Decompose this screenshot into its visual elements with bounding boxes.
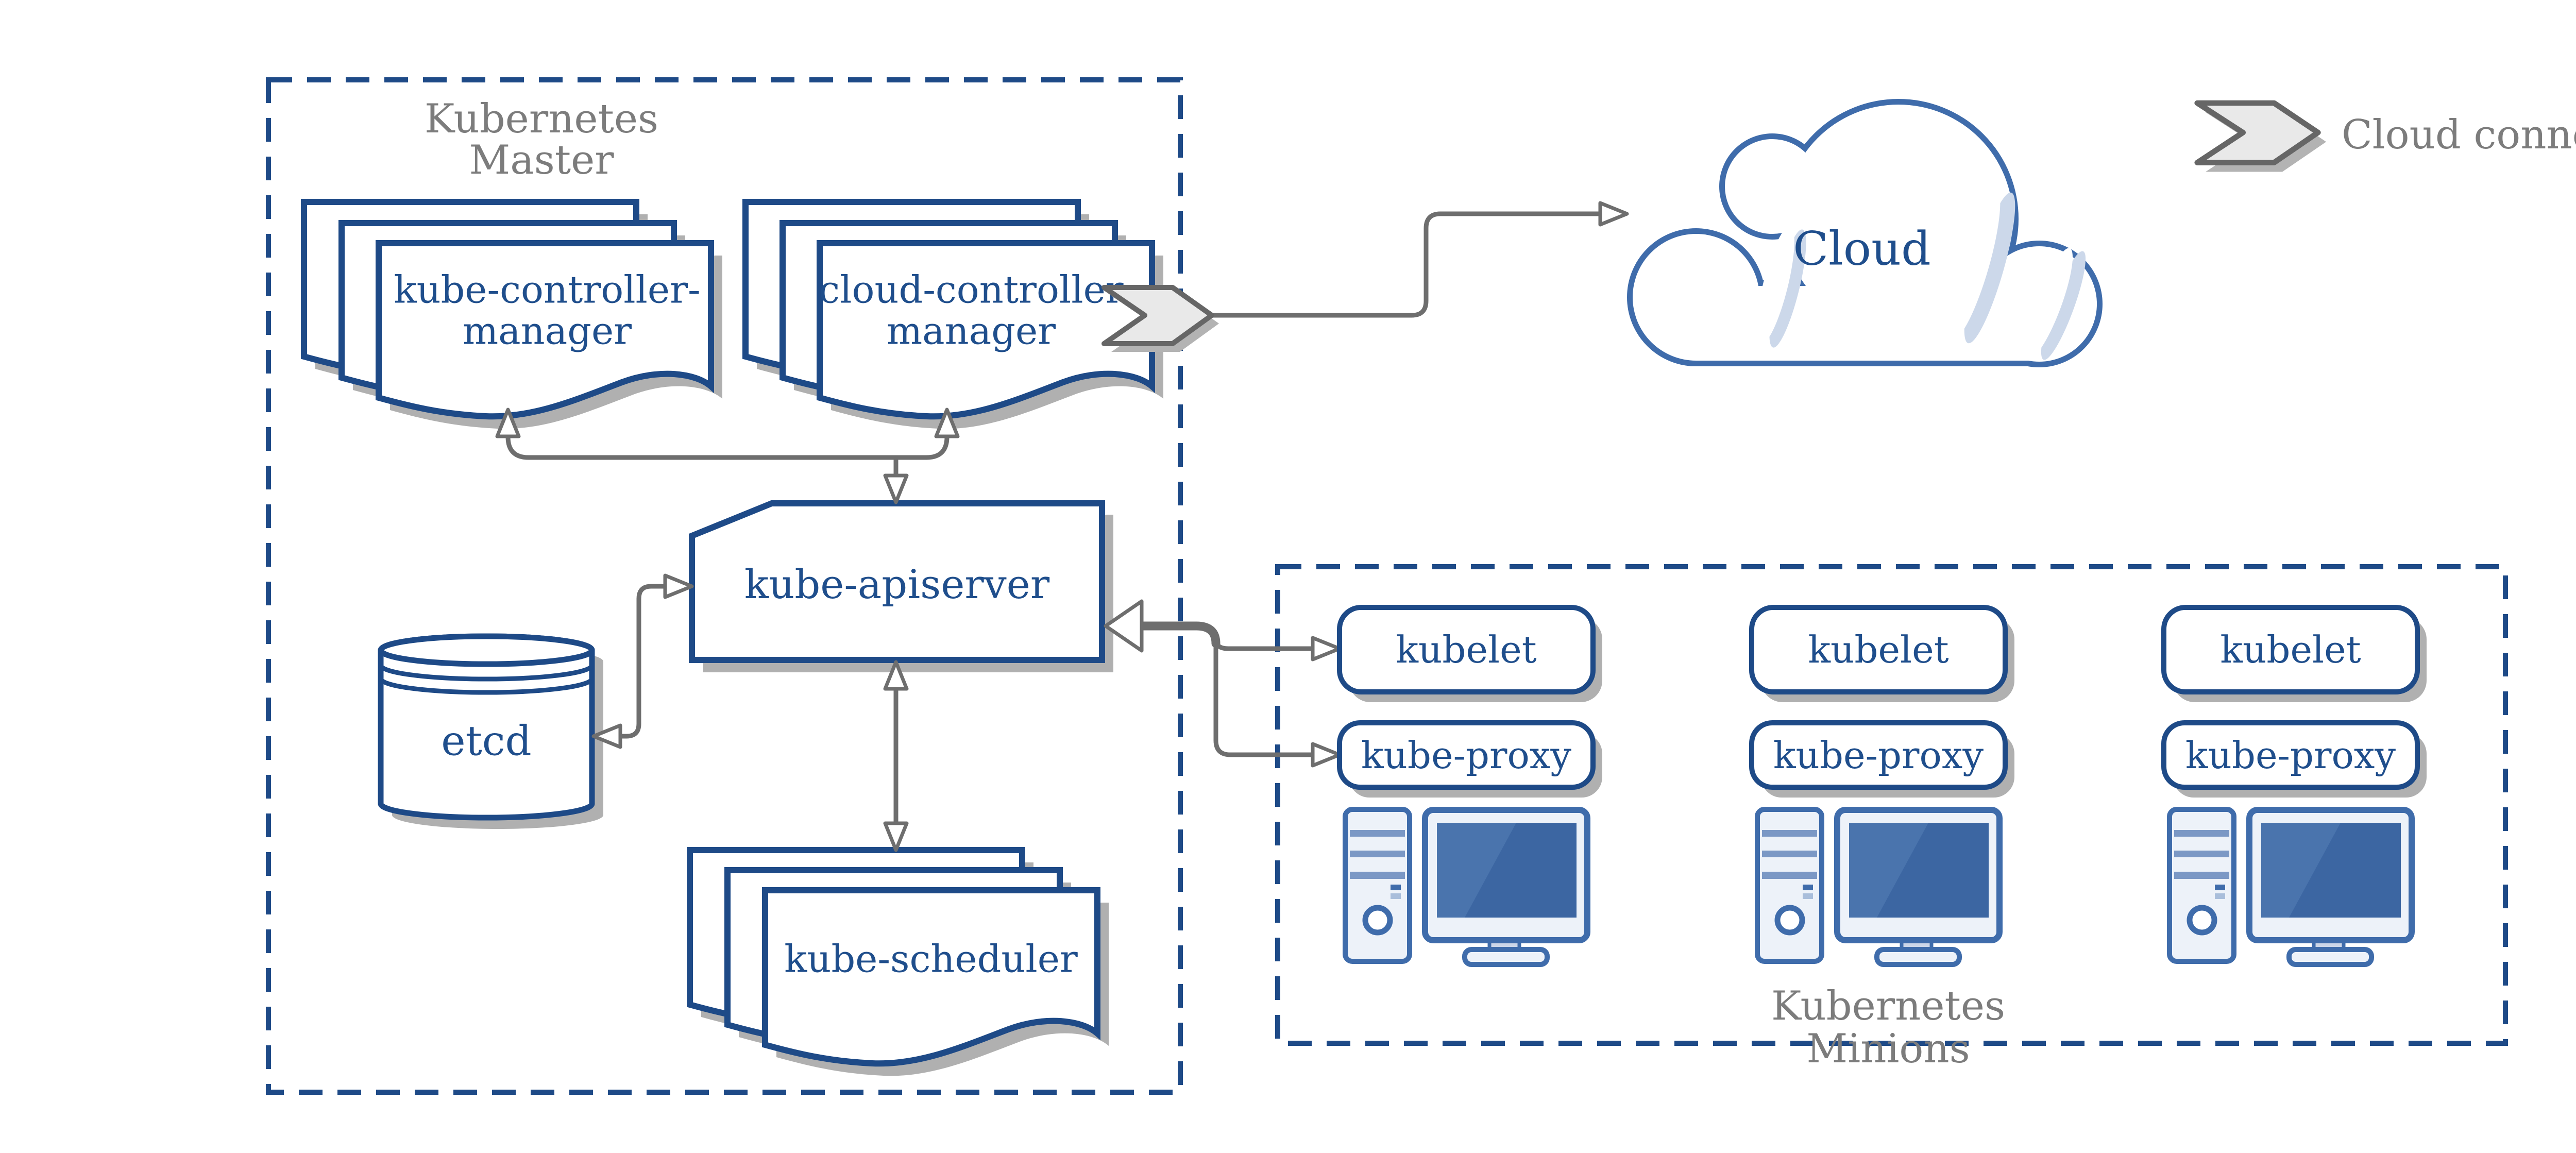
kubelet-label: kubelet: [2220, 628, 2361, 671]
kube-proxy-label: kube-proxy: [1361, 734, 1571, 777]
cloud-node: Cloud: [1627, 99, 2103, 367]
cloud-controller-manager-node: cloud-controller manager: [745, 202, 1163, 429]
minion-node-3: kubelet kube-proxy: [2161, 605, 2427, 964]
cloud-controller-manager-label-line2: manager: [887, 310, 1056, 353]
arrow-etcd-apiserver: [594, 575, 692, 747]
arrow-apiserver-minions: [1106, 601, 1340, 766]
cloud-label: Cloud: [1793, 222, 1930, 276]
computer-icon: [2170, 809, 2412, 964]
minions-title-line2: Minions: [1806, 1026, 1970, 1072]
cloud-highlight-crescents: [1756, 188, 2086, 360]
kube-controller-manager-node: kube-controller- manager: [304, 202, 722, 429]
kube-controller-manager-label-line2: manager: [463, 310, 632, 353]
legend-cloud-connector: Cloud connector: [2197, 103, 2576, 172]
minions-title: Kubernetes Minions: [1771, 983, 2005, 1072]
computer-icon: [1345, 809, 1587, 964]
master-title-line2: Master: [469, 137, 614, 183]
kube-apiserver-node: kube-apiserver: [689, 500, 1113, 672]
kube-scheduler-node: kube-scheduler: [690, 850, 1109, 1076]
kube-proxy-label: kube-proxy: [2185, 734, 2396, 777]
etcd-node: etcd: [378, 633, 603, 829]
minion-node-2: kubelet kube-proxy: [1749, 605, 2014, 964]
arrow-apiserver-scheduler: [885, 662, 907, 850]
kube-controller-manager-label-line1: kube-controller-: [394, 268, 700, 312]
minion-node-1: kubelet kube-proxy: [1337, 605, 1602, 964]
computer-icon: [1757, 809, 1999, 964]
kubernetes-minions-boundary: [1275, 564, 2508, 1046]
kubelet-label: kubelet: [1808, 628, 1948, 671]
legend-label: Cloud connector: [2342, 112, 2576, 158]
etcd-label: etcd: [441, 717, 532, 765]
cloud-controller-manager-label-line1: cloud-controller: [819, 268, 1124, 312]
kube-scheduler-label: kube-scheduler: [784, 938, 1078, 981]
minions-title-line1: Kubernetes: [1771, 983, 2005, 1029]
arrow-controllers-apiserver: [497, 410, 958, 502]
master-title-line1: Kubernetes: [425, 96, 658, 142]
kubelet-label: kubelet: [1396, 628, 1536, 671]
kubernetes-master-boundary: [266, 77, 1183, 1095]
kube-proxy-label: kube-proxy: [1773, 734, 1984, 777]
kube-apiserver-label: kube-apiserver: [744, 562, 1050, 608]
arrow-cloudcontroller-cloud: [1209, 203, 1627, 318]
master-title: Kubernetes Master: [425, 96, 658, 183]
